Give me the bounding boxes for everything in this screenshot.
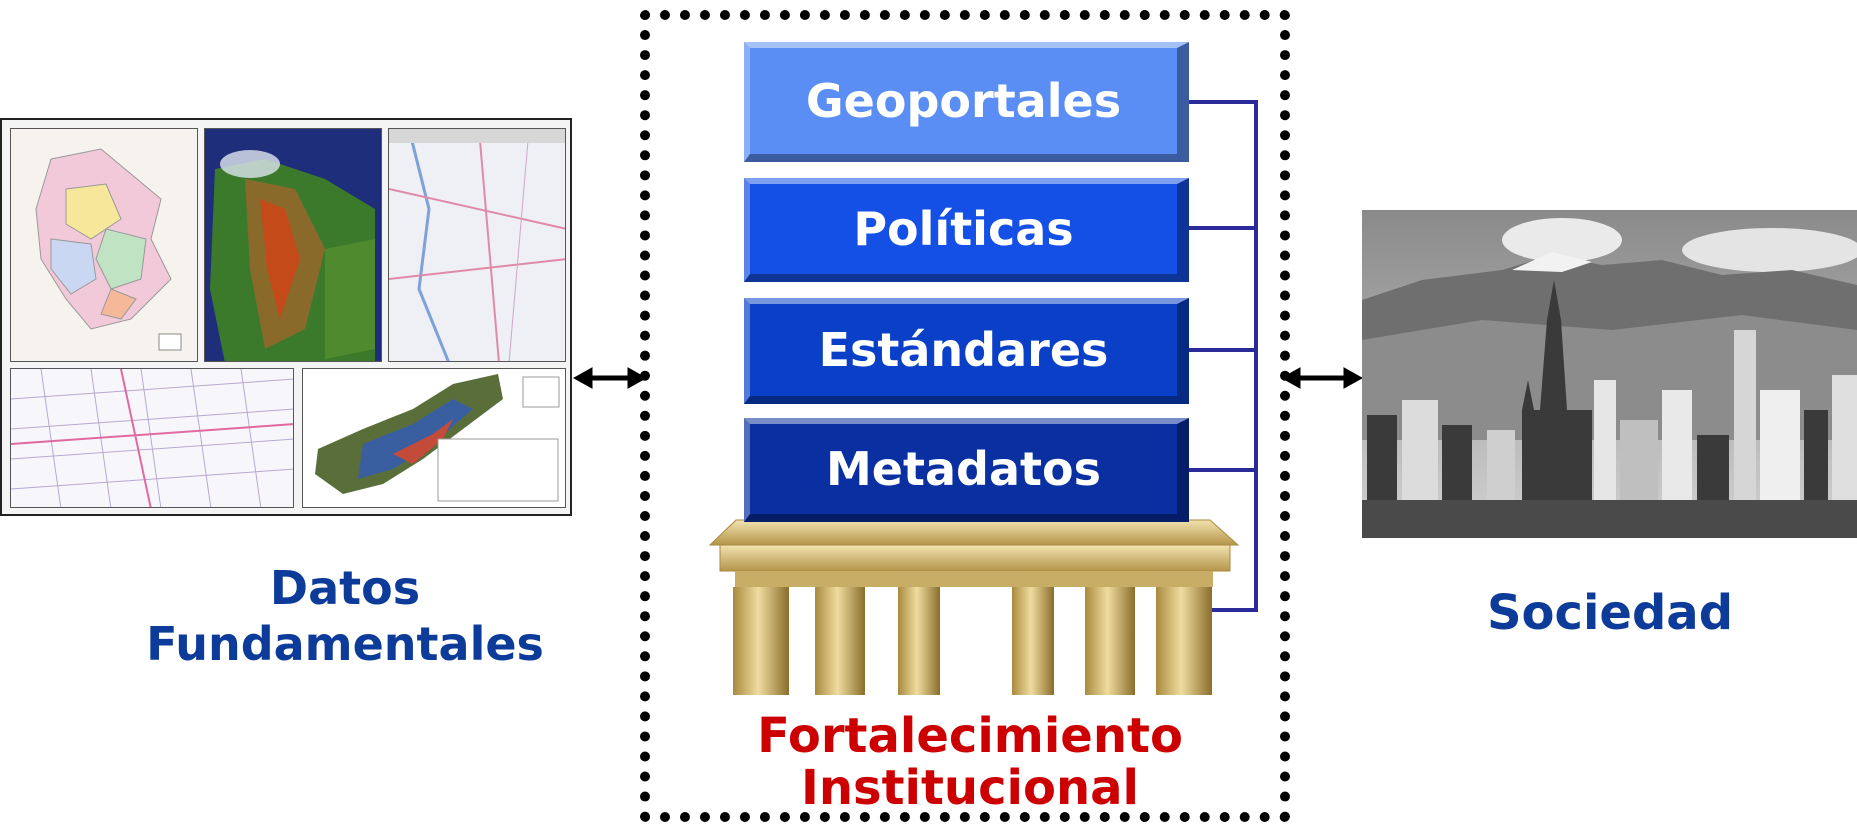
pillar-metadatos: Metadatos: [744, 418, 1189, 522]
caption-line-2: Fundamentales: [146, 617, 544, 671]
caption-line-1: Fortalecimiento: [757, 708, 1183, 764]
pillar-politicas: Políticas: [744, 178, 1189, 282]
center-dotted-frame: [640, 10, 1290, 822]
datos-fundamentales-caption: Datos Fundamentales: [120, 560, 570, 672]
right-double-arrow: [1280, 367, 1364, 389]
pillar-label: Estándares: [818, 323, 1109, 377]
relief-map-image: [204, 128, 382, 362]
road-map-image: [388, 128, 566, 362]
temple-icon: [708, 519, 1240, 695]
thematic-map-image: [302, 368, 566, 508]
pillar-label: Políticas: [853, 202, 1074, 256]
left-double-arrow: [572, 367, 648, 389]
pillar-label: Metadatos: [826, 442, 1101, 496]
pillar-geoportales: Geoportales: [744, 42, 1189, 162]
caption-line-1: Datos: [269, 561, 421, 615]
caption-line-2: Institucional: [800, 760, 1139, 816]
fundamental-data-collage: [0, 118, 572, 516]
sociedad-caption: Sociedad: [1486, 585, 1734, 641]
pillar-label: Geoportales: [805, 74, 1122, 128]
city-skyline-photo: [1362, 210, 1857, 538]
pillar-estandares: Estándares: [744, 298, 1189, 404]
cadastral-map-image: [10, 368, 294, 508]
fortalecimiento-caption: Fortalecimiento Institucional: [690, 710, 1250, 814]
political-map-image: [10, 128, 198, 362]
